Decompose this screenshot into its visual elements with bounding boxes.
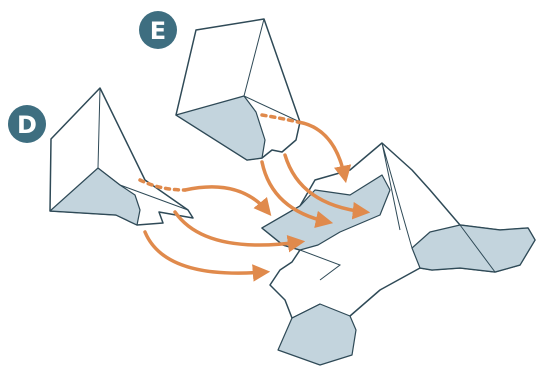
- piece-d: [49, 87, 194, 226]
- piece-d-fold: [97, 87, 189, 211]
- assembled-shadow-right: [411, 224, 536, 273]
- piece-e-fold: [243, 18, 301, 123]
- badge-e-circle: [139, 11, 177, 49]
- arrow-e-2: [283, 153, 371, 220]
- badge-e: E: [139, 11, 177, 49]
- assembled-folds: [291, 142, 496, 319]
- badge-d-label: D: [17, 111, 37, 139]
- arrow-d-1: [183, 185, 272, 217]
- arrow-d-3: [143, 230, 271, 282]
- arrow-d-2: [173, 210, 306, 253]
- piece-e: [175, 18, 301, 161]
- assembled-piece: [261, 142, 536, 366]
- arrows: [138, 113, 371, 282]
- badge-d-circle: [8, 105, 46, 143]
- arrow-e-dotted: [260, 113, 300, 124]
- badge-d: D: [8, 105, 46, 143]
- arrow-e-1: [296, 120, 352, 184]
- arrow-d-dotted: [138, 178, 187, 192]
- arrow-e-3: [260, 160, 334, 228]
- badge-e-label: E: [150, 17, 166, 45]
